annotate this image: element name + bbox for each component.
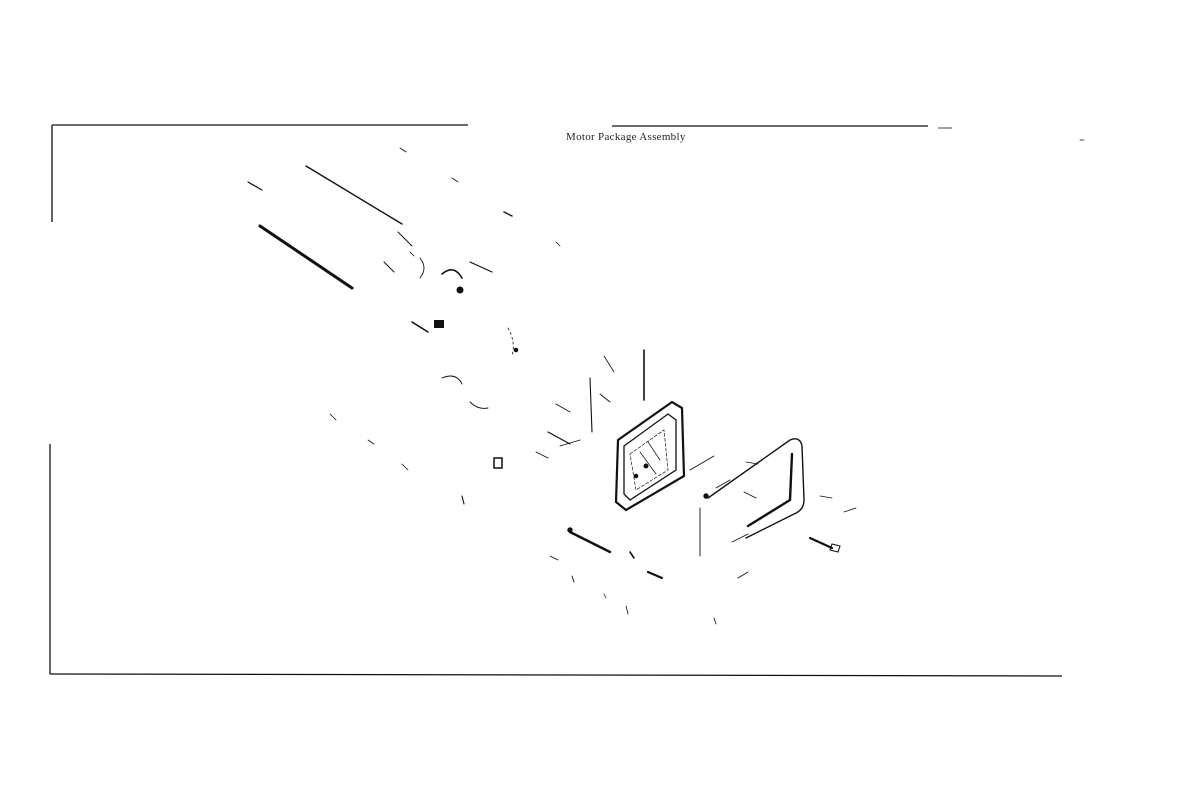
small-parts (329, 139, 1085, 513)
diagram-title: Motor Package Assembly (566, 131, 686, 143)
screws (549, 527, 841, 625)
circuit-board (614, 400, 715, 512)
mounting-bracket (535, 349, 645, 459)
drawing-frame (49, 124, 1063, 677)
shaft-coupling (411, 211, 519, 409)
frame-bottom (49, 673, 1063, 677)
front-cover (699, 438, 805, 557)
motor-cylinder (247, 147, 459, 290)
